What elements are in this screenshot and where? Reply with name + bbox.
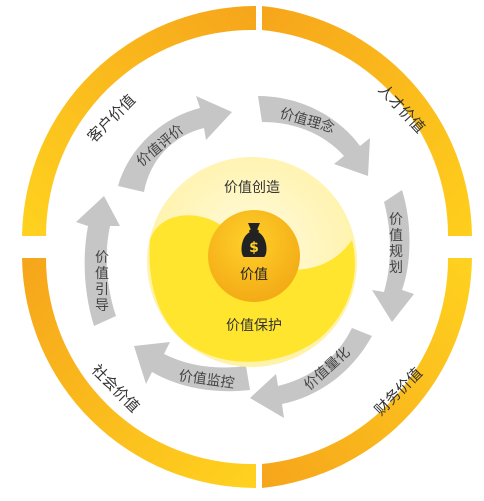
svg-text:引: 引 — [95, 282, 109, 298]
quadrant-customer — [22, 5, 256, 236]
core-circle: $ 价值 — [208, 210, 300, 302]
arrow-quantify — [250, 328, 372, 418]
arrow-evaluate — [118, 96, 232, 192]
svg-text:价: 价 — [389, 212, 403, 228]
svg-text:导: 导 — [95, 298, 109, 314]
label-value-creation: 价值创造 — [224, 180, 280, 196]
arrow-guide — [76, 196, 120, 326]
svg-text:值: 值 — [389, 228, 403, 244]
quadrant-finance — [262, 258, 472, 488]
arrow-label-planning: 价 值 规 划 — [389, 212, 403, 276]
label-value-protection: 价值保护 — [226, 318, 282, 334]
core-label: 价值 — [240, 267, 268, 283]
arrow-label-guide: 价 值 引 导 — [95, 250, 109, 314]
svg-text:$: $ — [249, 240, 259, 256]
money-bag-icon: $ — [241, 223, 267, 257]
quadrant-talent — [262, 6, 472, 236]
arrow-concept — [258, 96, 370, 176]
quadrant-society — [22, 258, 256, 488]
outer-ring — [22, 5, 472, 488]
svg-text:规: 规 — [389, 244, 403, 260]
arrow-planning — [372, 190, 414, 322]
arrow-label-monitor: 价值监控 — [178, 368, 236, 392]
svg-text:价: 价 — [95, 250, 109, 266]
arrow-monitor — [134, 342, 250, 392]
arrow-ring — [76, 96, 414, 418]
svg-text:值: 值 — [95, 266, 109, 282]
svg-text:划: 划 — [389, 260, 403, 276]
